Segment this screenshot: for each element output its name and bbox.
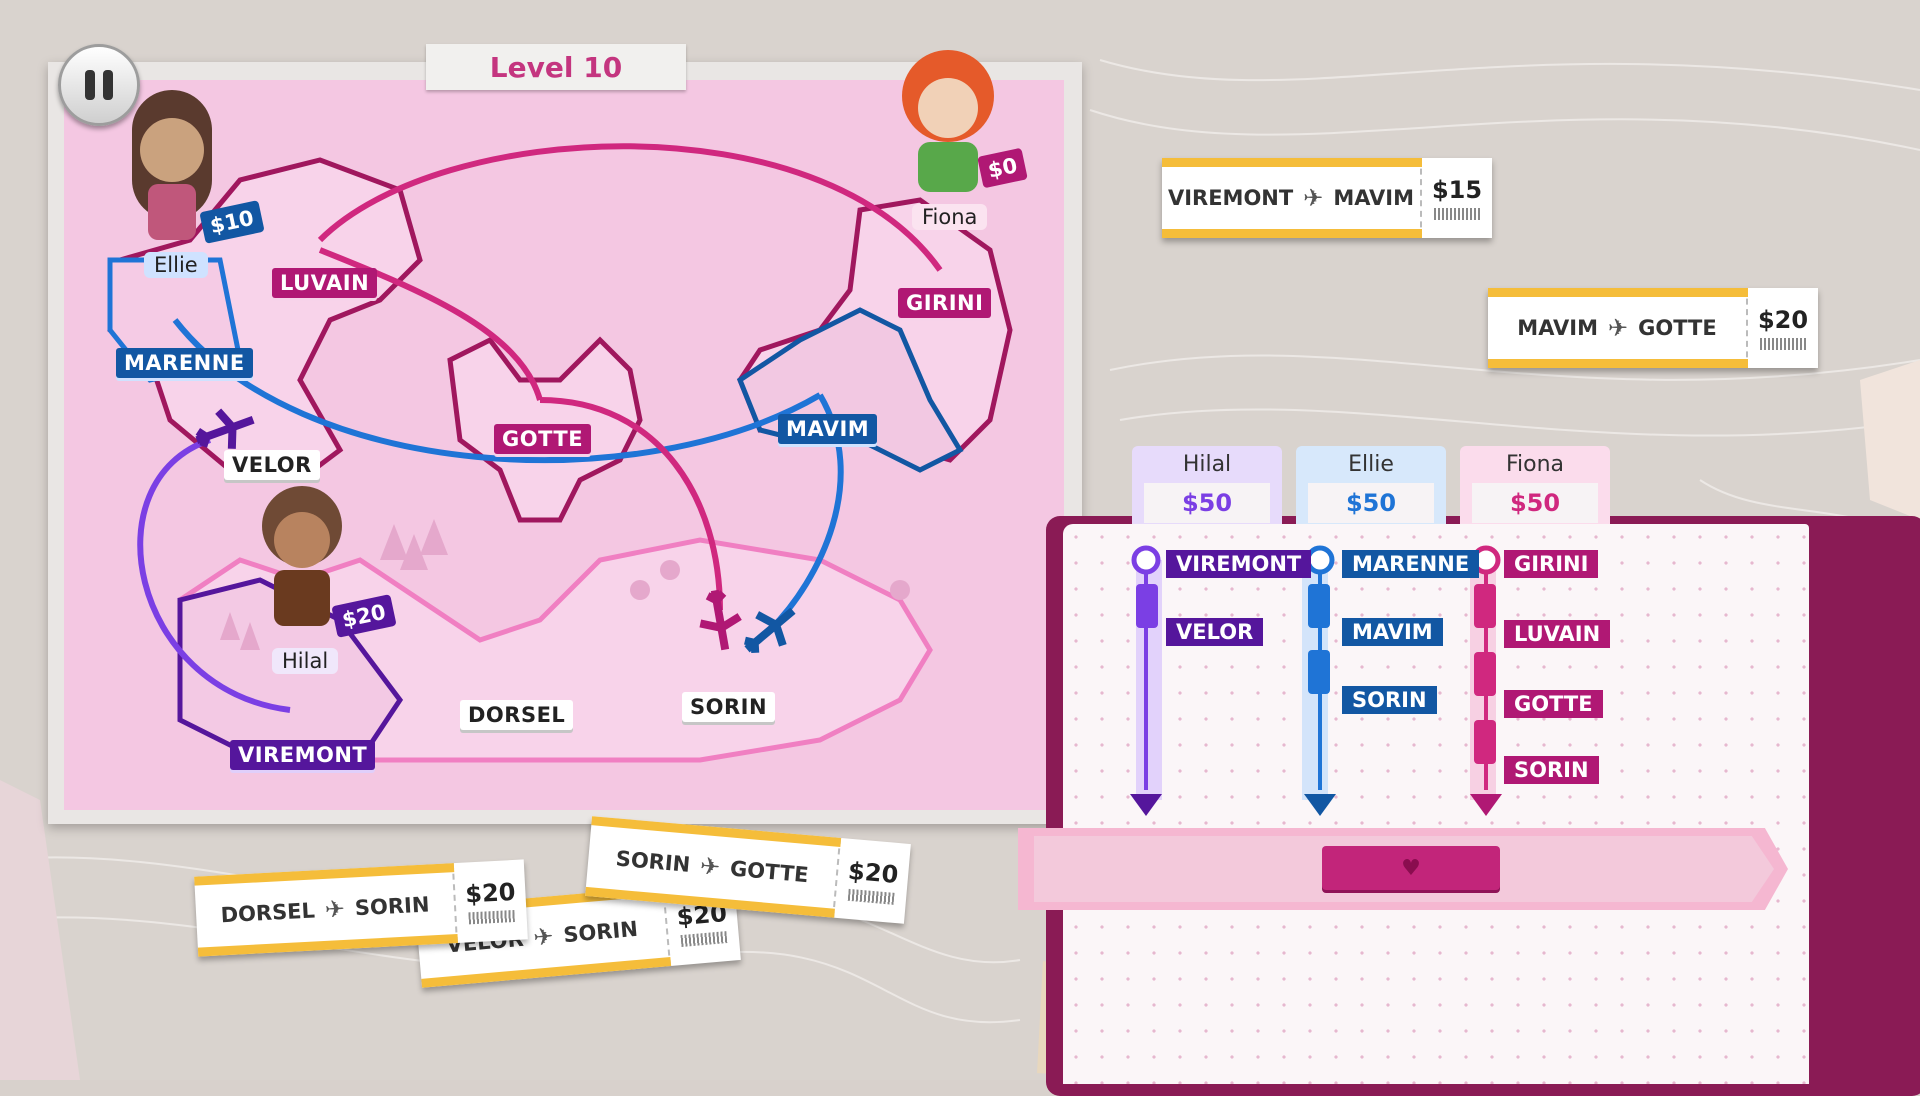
city-label-mavim[interactable]: MAVIM bbox=[778, 414, 878, 444]
plane-icon: ✈ bbox=[1608, 314, 1629, 342]
stop-fiona-2: LUVAIN bbox=[1504, 620, 1611, 648]
stop-hilal-2: VELOR bbox=[1166, 618, 1264, 646]
ticket-price: $20 bbox=[1757, 306, 1809, 334]
player-tab-hilal: Hilal $50 bbox=[1132, 446, 1282, 528]
stop-ellie-2: MAVIM bbox=[1342, 618, 1443, 646]
route-luvain-gotte bbox=[318, 247, 543, 401]
city-label-sorin[interactable]: SORIN bbox=[682, 692, 776, 722]
ticket-to: SORIN bbox=[562, 916, 639, 948]
plane-icon: ✈ bbox=[698, 851, 722, 882]
heart-icon: ♥ bbox=[1401, 855, 1421, 881]
plane-icon-ellie bbox=[744, 607, 796, 654]
plane-icon-fiona bbox=[699, 589, 742, 651]
stop-fiona-1: GIRINI bbox=[1504, 550, 1599, 578]
player-tab-name: Fiona bbox=[1505, 452, 1565, 477]
ticket-from: VIREMONT bbox=[1167, 186, 1294, 210]
player-name-hilal: Hilal bbox=[272, 648, 339, 674]
stop-fiona-3: GOTTE bbox=[1504, 690, 1603, 718]
ticket-viremont-mavim[interactable]: VIREMONT ✈ MAVIM $15 bbox=[1162, 158, 1492, 238]
player-tab-fiona: Fiona $50 bbox=[1460, 446, 1610, 528]
ticket-to: SORIN bbox=[354, 892, 431, 921]
city-label-luvain[interactable]: LUVAIN bbox=[272, 268, 378, 298]
avatar-fiona bbox=[902, 50, 994, 192]
city-label-gotte[interactable]: GOTTE bbox=[494, 424, 592, 454]
pause-icon bbox=[85, 70, 95, 100]
barcode-icon bbox=[847, 888, 895, 905]
city-label-girini[interactable]: GIRINI bbox=[898, 288, 992, 318]
player-tab-name: Hilal bbox=[1182, 452, 1232, 477]
city-label-viremont[interactable]: VIREMONT bbox=[230, 740, 376, 770]
plane-icon-hilal bbox=[195, 408, 255, 449]
ticket-price: $20 bbox=[464, 877, 517, 909]
stop-fiona-4: SORIN bbox=[1504, 756, 1599, 784]
stop-ellie-1: MARENNE bbox=[1342, 550, 1480, 578]
route-marenne-mavim bbox=[172, 318, 822, 463]
ticket-to: MAVIM bbox=[1333, 186, 1415, 210]
go-button[interactable]: ♥ bbox=[1322, 846, 1500, 890]
player-name-ellie: Ellie bbox=[144, 252, 208, 278]
pause-button[interactable] bbox=[58, 44, 140, 126]
barcode-icon bbox=[1760, 338, 1806, 350]
level-title: Level 10 bbox=[426, 44, 686, 90]
route-viremont-velor bbox=[137, 437, 291, 713]
barcode-icon bbox=[468, 909, 515, 925]
ticket-from: MAVIM bbox=[1517, 316, 1598, 340]
ticket-price: $15 bbox=[1431, 176, 1483, 204]
route-girini-luvain bbox=[317, 143, 943, 272]
avatar-hilal bbox=[262, 486, 342, 626]
itinerary-tracks bbox=[1130, 545, 1502, 816]
ticket-from: SORIN bbox=[614, 846, 692, 877]
city-label-marenne[interactable]: MARENNE bbox=[116, 348, 253, 378]
player-tab-balance: $50 bbox=[1472, 483, 1598, 523]
barcode-icon bbox=[1434, 208, 1480, 220]
player-tab-ellie: Ellie $50 bbox=[1296, 446, 1446, 528]
ticket-from: DORSEL bbox=[220, 898, 316, 928]
ticket-price: $20 bbox=[847, 856, 900, 890]
stop-hilal-1: VIREMONT bbox=[1166, 550, 1312, 578]
plane-icon: ✈ bbox=[532, 922, 555, 952]
player-tab-balance: $50 bbox=[1144, 483, 1270, 523]
plane-icon: ✈ bbox=[324, 894, 346, 924]
stop-ellie-3: SORIN bbox=[1342, 686, 1437, 714]
player-tab-name: Ellie bbox=[1348, 452, 1394, 477]
ticket-to: GOTTE bbox=[1638, 316, 1717, 340]
barcode-icon bbox=[680, 931, 728, 948]
city-label-dorsel[interactable]: DORSEL bbox=[460, 700, 574, 730]
player-name-fiona: Fiona bbox=[912, 204, 988, 230]
player-tab-balance: $50 bbox=[1308, 483, 1434, 523]
avatar-ellie bbox=[132, 90, 212, 240]
city-label-velor[interactable]: VELOR bbox=[224, 450, 320, 480]
itinerary-page bbox=[1063, 524, 1809, 1084]
ticket-to: GOTTE bbox=[729, 856, 810, 888]
route-gotte-sorin bbox=[539, 397, 723, 611]
ticket-mavim-gotte[interactable]: MAVIM ✈ GOTTE $20 bbox=[1488, 288, 1818, 368]
plane-icon: ✈ bbox=[1303, 184, 1324, 212]
